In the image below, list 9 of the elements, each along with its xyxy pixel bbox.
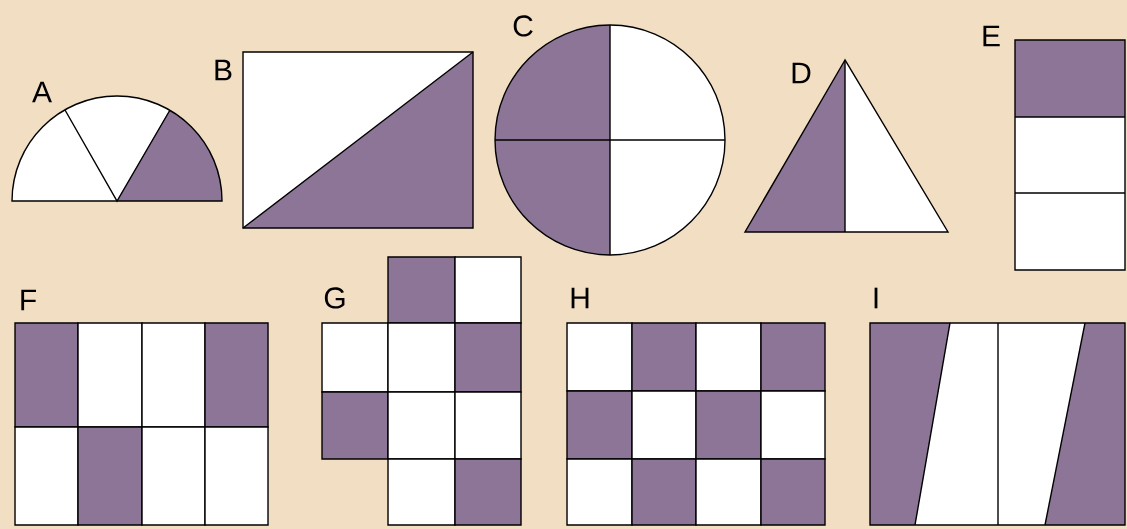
shape-letter: C	[513, 15, 533, 37]
shape-letter: E	[983, 25, 1000, 47]
shape-letter: G	[324, 287, 345, 309]
shape-letter: D	[792, 62, 811, 84]
shape-letter: I	[874, 287, 878, 309]
shape-letter: F	[21, 289, 36, 311]
shape-letter: B	[215, 59, 232, 81]
shape-letter: H	[571, 287, 589, 309]
shape-letter: A	[32, 81, 52, 103]
